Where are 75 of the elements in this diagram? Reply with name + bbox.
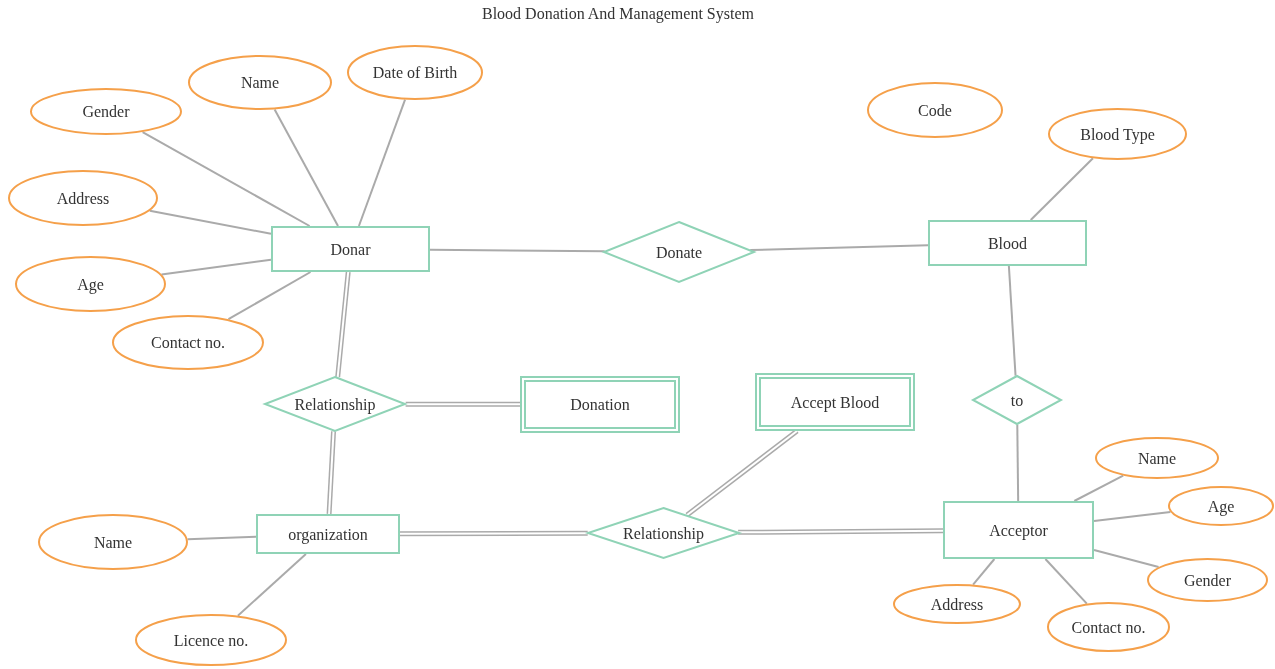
connector-line (1093, 548, 1160, 569)
relationship-diamond (603, 221, 755, 283)
node-label: Contact no. (150, 333, 226, 353)
connector-line (186, 535, 257, 541)
attribute-ellipse (347, 45, 483, 100)
connector-line (1073, 474, 1125, 502)
attribute-ellipse (15, 256, 166, 312)
attribute-ellipse (867, 82, 1003, 138)
entity-box (256, 514, 400, 554)
node-label: Name (239, 73, 281, 93)
connector-line (749, 244, 929, 252)
node-label: Name (1136, 448, 1178, 469)
node-label: Blood (986, 233, 1029, 254)
attribute-ellipse (135, 614, 287, 666)
double-line (400, 530, 588, 537)
node-label: Code (917, 100, 953, 121)
node-label: Age (76, 274, 105, 295)
node-label: Contact no. (1070, 617, 1147, 638)
entity-box (943, 501, 1094, 559)
attribute-ellipse (893, 584, 1021, 624)
connector-line (273, 108, 339, 227)
node-label: Name (92, 532, 134, 553)
attribute-ellipse (1047, 602, 1170, 652)
connector-line (236, 553, 307, 617)
node-label: Gender (81, 102, 131, 122)
connector-line (148, 209, 272, 235)
node-label: Relationship (622, 523, 705, 544)
weak-entity-box (520, 376, 680, 433)
diagram-title: Blood Donation And Management System (481, 5, 755, 23)
connector-line (1016, 423, 1020, 502)
node-label: Acceptor (988, 520, 1049, 541)
attribute-ellipse (112, 315, 264, 370)
double-line (335, 271, 351, 378)
node-label: Gender (1182, 570, 1233, 591)
node-label: Blood Type (1079, 124, 1156, 145)
entity-box (928, 220, 1087, 266)
double-line (685, 429, 799, 517)
attribute-ellipse (188, 55, 332, 110)
relationship-diamond (264, 376, 406, 432)
node-label: Age (1206, 496, 1236, 517)
connector-line (1029, 157, 1094, 221)
node-label: Donate (654, 242, 704, 263)
connector-line (357, 98, 407, 227)
attribute-ellipse (8, 170, 158, 226)
node-label: Donar (329, 239, 372, 260)
weak-entity-box (755, 373, 915, 431)
node-label: organization (287, 524, 369, 545)
attribute-ellipse (1147, 558, 1268, 602)
node-label: Address (55, 188, 111, 209)
connector-line (160, 258, 272, 276)
node-label: Accept Blood (789, 392, 881, 413)
attribute-ellipse (1168, 486, 1274, 526)
double-line (405, 401, 520, 407)
attribute-ellipse (30, 88, 182, 135)
entity-box (271, 226, 430, 272)
relationship-diamond (587, 507, 740, 559)
connector-line (227, 271, 312, 321)
double-line (326, 431, 336, 515)
node-label: Address (929, 594, 985, 615)
connector-line (429, 248, 606, 253)
connector-line (1093, 511, 1172, 523)
connector-line (141, 131, 311, 227)
connector-line (1007, 265, 1017, 377)
node-label: Date of Birth (371, 63, 459, 83)
attribute-ellipse (1048, 108, 1187, 160)
relationship-diamond (972, 375, 1062, 425)
double-line (738, 528, 943, 535)
attribute-ellipse (38, 514, 188, 570)
attribute-ellipse (1095, 437, 1219, 479)
node-label: Licence no. (172, 630, 250, 651)
connector-line (972, 558, 996, 586)
node-label: Donation (569, 395, 631, 415)
connector-line (1044, 558, 1088, 605)
node-label: Relationship (293, 394, 377, 415)
node-label: to (1009, 390, 1025, 411)
